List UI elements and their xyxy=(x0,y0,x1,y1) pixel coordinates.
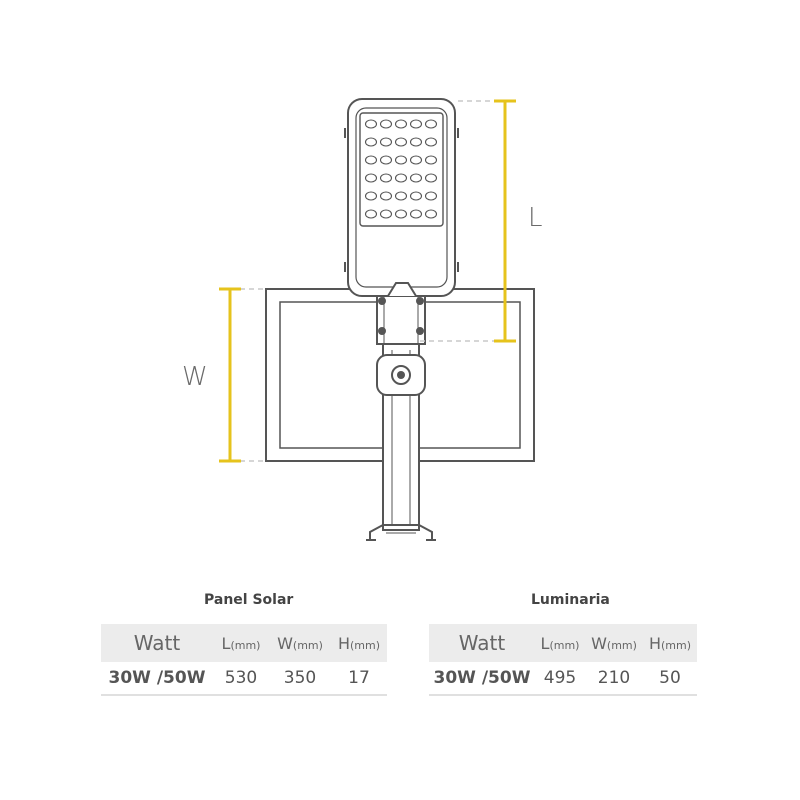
cell-length: 530 xyxy=(213,662,269,696)
led xyxy=(394,155,408,165)
led xyxy=(379,137,393,147)
led xyxy=(424,209,438,219)
panel-solar-title: Panel Solar xyxy=(204,592,294,608)
led xyxy=(424,173,438,183)
led xyxy=(379,155,393,165)
luminaire xyxy=(344,98,459,297)
led xyxy=(409,191,423,201)
dimension-W xyxy=(219,287,266,463)
table-header-row: Watt L(mm) W(mm) H(mm) xyxy=(429,624,697,662)
led xyxy=(409,119,423,129)
led xyxy=(409,209,423,219)
header-width: W(mm) xyxy=(585,624,643,662)
led xyxy=(364,209,378,219)
led xyxy=(364,137,378,147)
led xyxy=(409,137,423,147)
led xyxy=(379,173,393,183)
led xyxy=(424,191,438,201)
led xyxy=(394,173,408,183)
dimension-L xyxy=(420,99,516,343)
led xyxy=(409,173,423,183)
header-height: H(mm) xyxy=(331,624,387,662)
product-diagram xyxy=(219,98,535,541)
cell-height: 50 xyxy=(643,662,697,696)
led xyxy=(394,191,408,201)
header-length: L(mm) xyxy=(535,624,585,662)
header-watt: Watt xyxy=(429,624,535,662)
led xyxy=(424,137,438,147)
header-length: L(mm) xyxy=(213,624,269,662)
dimension-label-L: L xyxy=(528,203,543,233)
pivot-joint xyxy=(376,354,426,396)
cell-height: 17 xyxy=(331,662,387,696)
led xyxy=(424,119,438,129)
table-header-row: Watt L(mm) W(mm) H(mm) xyxy=(101,624,387,662)
panel-solar-table: Watt L(mm) W(mm) H(mm) 30W /50W 530 350 … xyxy=(101,624,387,696)
header-watt: Watt xyxy=(101,624,213,662)
led xyxy=(364,173,378,183)
led xyxy=(409,155,423,165)
cell-width: 350 xyxy=(269,662,331,696)
table-row: 30W /50W 495 210 50 xyxy=(429,662,697,696)
cell-width: 210 xyxy=(585,662,643,696)
dimension-label-W: W xyxy=(182,362,208,392)
luminaria-title: Luminaria xyxy=(531,592,610,608)
mount-bracket xyxy=(376,295,426,345)
led xyxy=(394,119,408,129)
led xyxy=(364,191,378,201)
led xyxy=(379,119,393,129)
cell-length: 495 xyxy=(535,662,585,696)
led xyxy=(394,137,408,147)
table-row: 30W /50W 530 350 17 xyxy=(101,662,387,696)
led xyxy=(379,191,393,201)
led xyxy=(394,209,408,219)
led xyxy=(364,155,378,165)
header-height: H(mm) xyxy=(643,624,697,662)
luminaria-table: Watt L(mm) W(mm) H(mm) 30W /50W 495 210 … xyxy=(429,624,697,696)
led xyxy=(364,119,378,129)
led xyxy=(379,209,393,219)
header-width: W(mm) xyxy=(269,624,331,662)
cell-watt: 30W /50W xyxy=(429,662,535,696)
cell-watt: 30W /50W xyxy=(101,662,213,696)
led xyxy=(424,155,438,165)
